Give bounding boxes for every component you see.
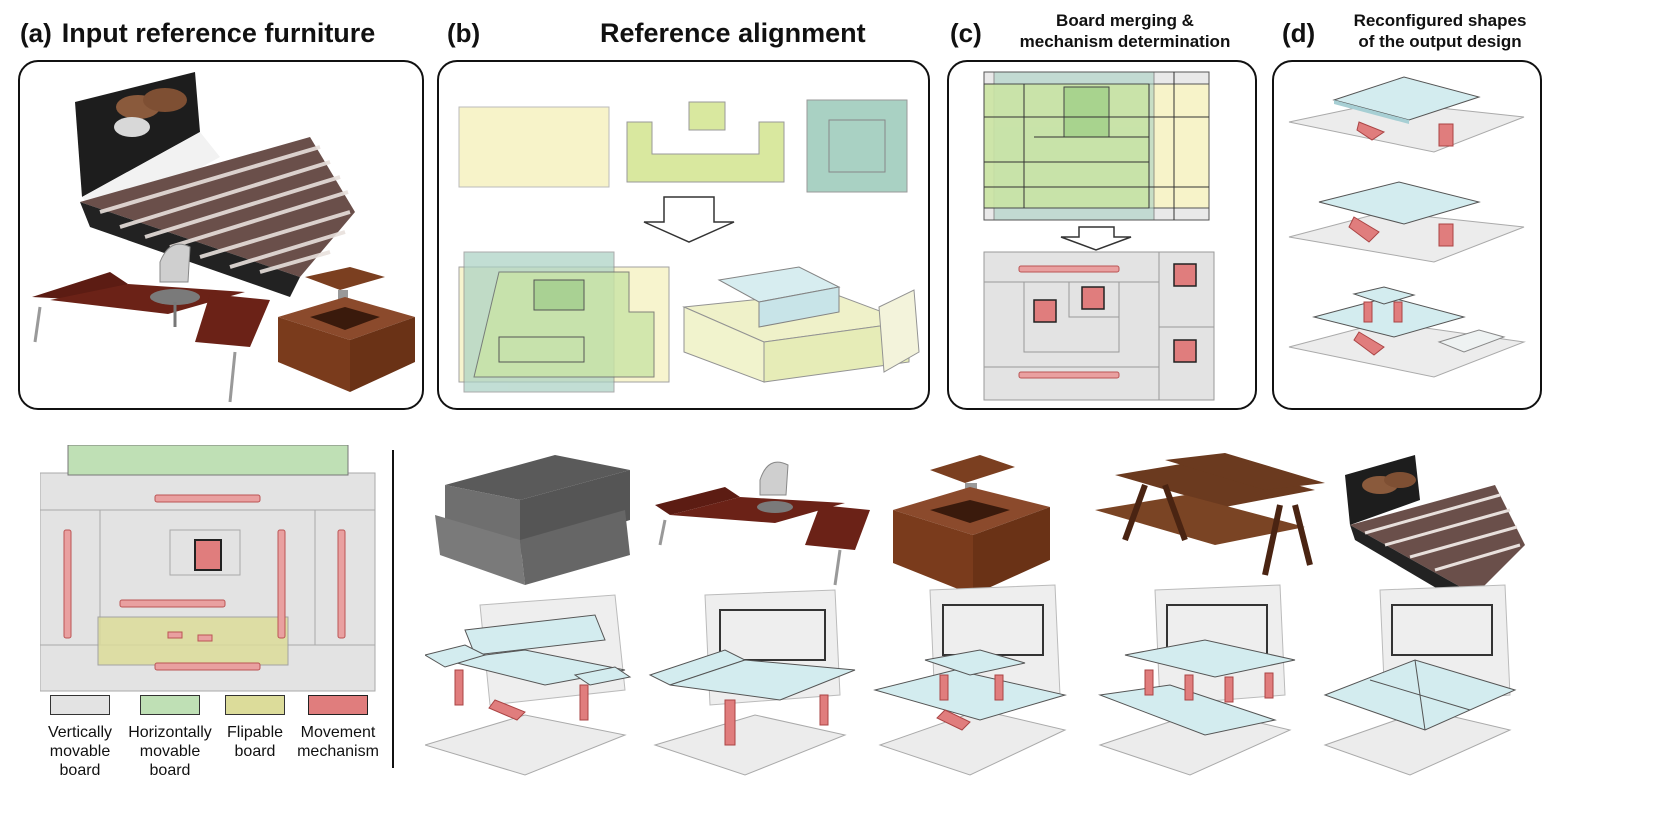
coffee-table-icon — [893, 455, 1050, 595]
panel-a-box — [18, 60, 424, 410]
table-outline-shape — [806, 99, 908, 193]
panel-d-title-line1: Reconfigured shapes — [1353, 11, 1527, 30]
legend-horizontal: Horizontally movable board — [120, 695, 220, 780]
reference-furniture-illustration — [32, 72, 415, 403]
config-1 — [1288, 76, 1525, 153]
legend-text: board — [149, 762, 191, 779]
output-config-picnic — [1098, 584, 1296, 776]
picnic-table-icon — [1095, 453, 1325, 576]
legend-flipable: Flipable board — [215, 695, 295, 761]
panel-a-header: (a) Input reference furniture — [20, 18, 375, 49]
legend-text: Horizontally — [128, 724, 212, 741]
desk-chair-icon — [655, 461, 870, 586]
panel-d-header: (d) — [1282, 18, 1325, 49]
reference-alignment-diagram — [458, 99, 920, 393]
bed-outline-shape — [458, 106, 610, 188]
legend-text: board — [234, 743, 276, 760]
legend-text: mechanism — [297, 743, 379, 760]
reconfigured-shapes-stack — [1288, 76, 1526, 378]
panel-d-label: (d) — [1282, 18, 1316, 48]
panel-b-header: (b) — [447, 18, 490, 49]
coffee-table-icon — [278, 267, 415, 392]
furniture-gallery — [425, 453, 1525, 776]
panel-c-header: (c) — [950, 18, 992, 49]
down-arrow-icon-c — [1060, 226, 1132, 251]
panel-b-box — [437, 60, 930, 410]
legend-text: Vertically — [47, 724, 113, 741]
panel-a-label: (a) — [20, 18, 52, 48]
panel-c-box — [947, 60, 1257, 410]
mechanism-block — [194, 539, 222, 571]
desk-outline-shape — [626, 121, 785, 183]
desk-chair-icon — [32, 243, 270, 403]
rail-mechanisms — [63, 494, 346, 671]
panel-b-title: Reference alignment — [600, 18, 866, 48]
legend-swatch-mechanism — [308, 695, 368, 715]
legend-swatch-vertical — [50, 695, 110, 715]
legend-text: movable — [139, 743, 201, 760]
horizontal-board — [67, 445, 349, 476]
legend-mechanism: Movement mechanism — [293, 695, 383, 761]
legend-text: Flipable — [226, 724, 284, 741]
panel-d-box — [1272, 60, 1542, 410]
legend-text: movable — [49, 743, 111, 760]
output-config-bed — [1323, 584, 1517, 776]
bed-icon — [1345, 455, 1525, 605]
sofa-icon — [435, 455, 630, 585]
vertical-separator — [392, 450, 394, 768]
mechanism-markers — [1033, 263, 1197, 363]
board-merging-diagram — [983, 71, 1215, 401]
table-inner-outline — [828, 119, 886, 173]
aligned-3d-stack — [682, 266, 920, 383]
panel-a-title: Input reference furniture — [61, 18, 376, 48]
output-config-sofa — [425, 594, 632, 776]
panel-b-label: (b) — [447, 18, 481, 48]
bed-icon — [75, 72, 355, 297]
board-layout-diagram — [40, 445, 376, 692]
legend-vertical: Vertically movable board — [40, 695, 120, 780]
output-config-desk — [648, 589, 856, 776]
config-2 — [1288, 181, 1525, 263]
flipable-board — [97, 616, 289, 666]
config-3 — [1288, 286, 1526, 378]
legend-swatch-flipable — [225, 695, 285, 715]
panel-c-title-line2: mechanism determination — [1019, 32, 1231, 51]
legend-text: Movement — [300, 724, 376, 741]
panel-c-title: Board merging & mechanism determination — [1000, 10, 1250, 52]
panel-c-title-line1: Board merging & — [1056, 11, 1194, 30]
panel-c-label: (c) — [950, 18, 982, 48]
legend-text: board — [59, 762, 101, 779]
panel-d-title-line2: of the output design — [1358, 32, 1522, 51]
down-arrow-icon — [643, 196, 735, 243]
legend-swatch-horizontal — [140, 695, 200, 715]
output-config-coffee — [873, 584, 1067, 776]
horizontal-mechanisms — [1018, 265, 1120, 379]
panel-b-title-wrap: Reference alignment — [600, 18, 866, 49]
panel-d-title: Reconfigured shapes of the output design — [1325, 10, 1555, 52]
chair-outline-shape — [688, 101, 726, 131]
